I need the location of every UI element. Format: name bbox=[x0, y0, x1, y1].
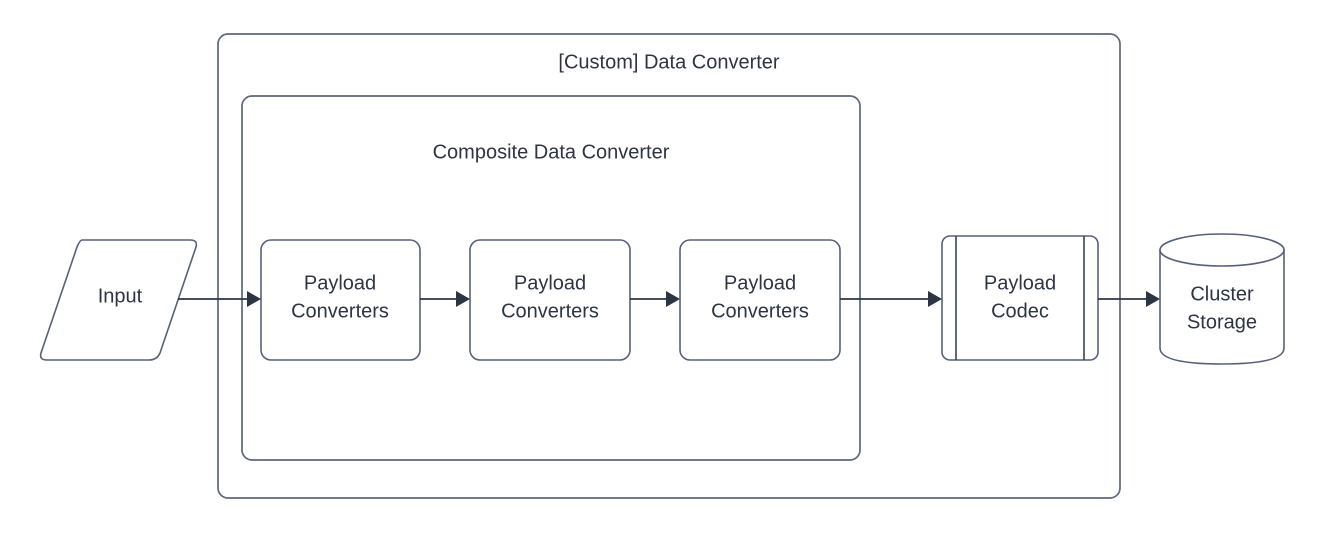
edge-payload-converters-3-to-payload-codec-arrowhead bbox=[928, 291, 942, 307]
node-cluster-storage-top-ellipse bbox=[1159, 233, 1285, 267]
node-input-shape bbox=[39, 239, 198, 361]
node-payload-codec-shape bbox=[941, 235, 1099, 361]
node-payload-converters-2-shape bbox=[469, 239, 631, 361]
node-payload-converters-1-shape bbox=[260, 239, 421, 361]
node-payload-converters-2-label-line1: Payload bbox=[514, 272, 586, 294]
node-cluster-storage[interactable]: Cluster Storage bbox=[1159, 233, 1285, 365]
node-payload-converters-3-label-line2: Converters bbox=[711, 300, 809, 322]
node-cluster-storage-body bbox=[1159, 249, 1285, 365]
container-composite-data-converter-label: Composite Data Converter bbox=[433, 141, 670, 163]
node-input-label: Input bbox=[98, 285, 143, 307]
node-payload-converters-1-label-line2: Converters bbox=[291, 300, 389, 322]
node-payload-codec-label-line1: Payload bbox=[984, 272, 1056, 294]
edge-payload-converters-3-to-payload-codec bbox=[840, 291, 942, 307]
edge-payload-codec-to-cluster-storage-arrowhead bbox=[1146, 291, 1160, 307]
node-payload-converters-3-label-line1: Payload bbox=[724, 272, 796, 294]
node-payload-converters-2-label-line2: Converters bbox=[501, 300, 599, 322]
node-payload-converters-2[interactable]: Payload Converters bbox=[469, 239, 631, 361]
node-payload-converters-3[interactable]: Payload Converters bbox=[679, 239, 841, 361]
edge-input-to-payload-converters-1-arrowhead bbox=[247, 291, 261, 307]
node-input[interactable]: Input bbox=[39, 239, 198, 361]
node-payload-codec-label-line2: Codec bbox=[991, 300, 1049, 322]
edge-input-to-payload-converters-1 bbox=[178, 291, 261, 307]
edge-payload-codec-to-cluster-storage bbox=[1098, 291, 1160, 307]
edge-payload-converters-2-to-3-arrowhead bbox=[666, 291, 680, 307]
node-payload-converters-1[interactable]: Payload Converters bbox=[260, 239, 421, 361]
edge-payload-converters-1-to-2-arrowhead bbox=[456, 291, 470, 307]
node-payload-converters-3-shape bbox=[679, 239, 841, 361]
node-payload-converters-1-label-line1: Payload bbox=[304, 272, 376, 294]
node-cluster-storage-label-line2: Storage bbox=[1187, 311, 1257, 333]
container-custom-data-converter-label: [Custom] Data Converter bbox=[558, 51, 780, 73]
edge-payload-converters-1-to-2 bbox=[420, 291, 470, 307]
node-payload-codec[interactable]: Payload Codec bbox=[941, 235, 1099, 361]
edge-payload-converters-2-to-3 bbox=[630, 291, 680, 307]
node-cluster-storage-label-line1: Cluster bbox=[1190, 283, 1254, 305]
